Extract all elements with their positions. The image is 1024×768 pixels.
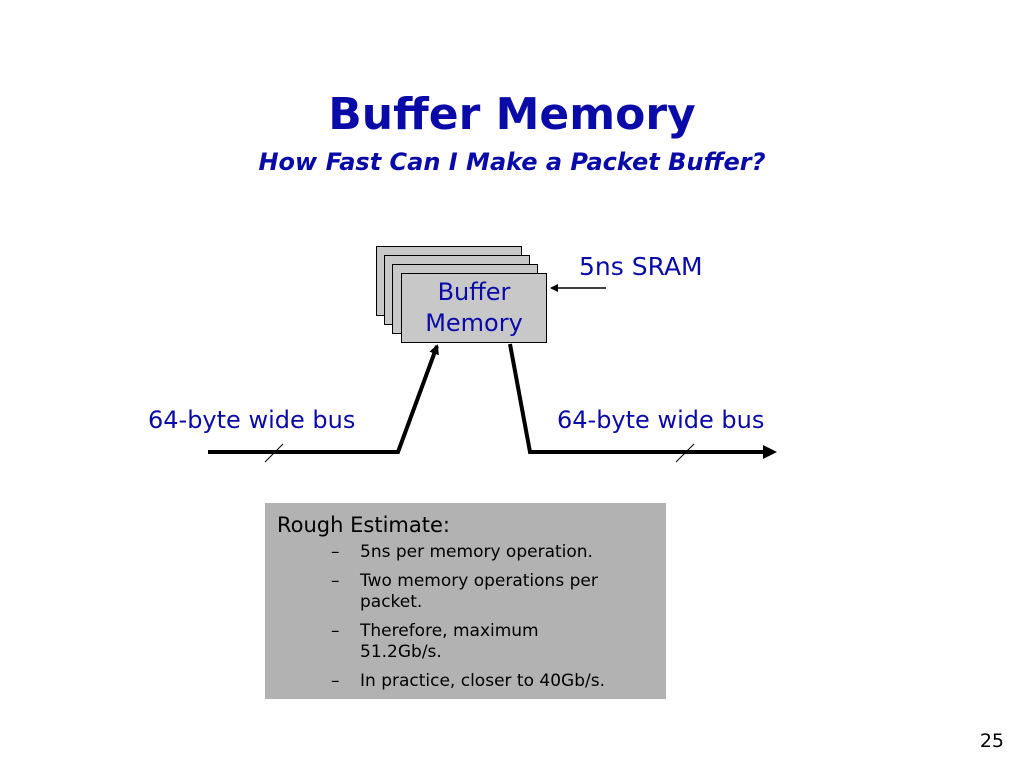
estimate-item: – Therefore, maximum 51.2Gb/s. <box>277 621 610 663</box>
left-bus-label: 64-byte wide bus <box>148 406 356 434</box>
right-bus-label: 64-byte wide bus <box>557 406 765 434</box>
dash-bullet: – <box>331 621 340 641</box>
dash-bullet: – <box>331 542 340 562</box>
right-bus-arrowhead <box>763 445 777 459</box>
estimate-item-text: 5ns per memory operation. <box>360 542 593 562</box>
estimate-item-text: Two memory operations per packet. <box>360 571 598 612</box>
estimate-item-text: Therefore, maximum 51.2Gb/s. <box>360 621 539 662</box>
buffer-memory-box: Buffer Memory <box>401 273 547 343</box>
estimate-item: – 5ns per memory operation. <box>277 542 610 563</box>
left-bus-line <box>208 344 439 454</box>
estimate-item: – Two memory operations per packet. <box>277 571 610 613</box>
buffer-memory-label-line1: Buffer <box>437 278 511 306</box>
slide-subtitle: How Fast Can I Make a Packet Buffer? <box>258 148 766 176</box>
left-bus-width-tick <box>264 443 284 463</box>
right-bus-width-tick <box>675 443 695 463</box>
dash-bullet: – <box>331 571 340 591</box>
page-number: 25 <box>979 730 1004 752</box>
estimate-list: – 5ns per memory operation. – Two memory… <box>277 542 654 692</box>
sram-label: 5ns SRAM <box>579 252 703 281</box>
slide-title: Buffer Memory <box>328 89 696 140</box>
estimate-heading: Rough Estimate: <box>277 513 450 537</box>
dash-bullet: – <box>331 671 340 691</box>
rough-estimate-box: Rough Estimate: – 5ns per memory operati… <box>265 503 666 699</box>
estimate-item: – In practice, closer to 40Gb/s. <box>277 671 610 692</box>
estimate-item-text: In practice, closer to 40Gb/s. <box>360 671 605 691</box>
buffer-memory-label-line2: Memory <box>425 309 523 337</box>
